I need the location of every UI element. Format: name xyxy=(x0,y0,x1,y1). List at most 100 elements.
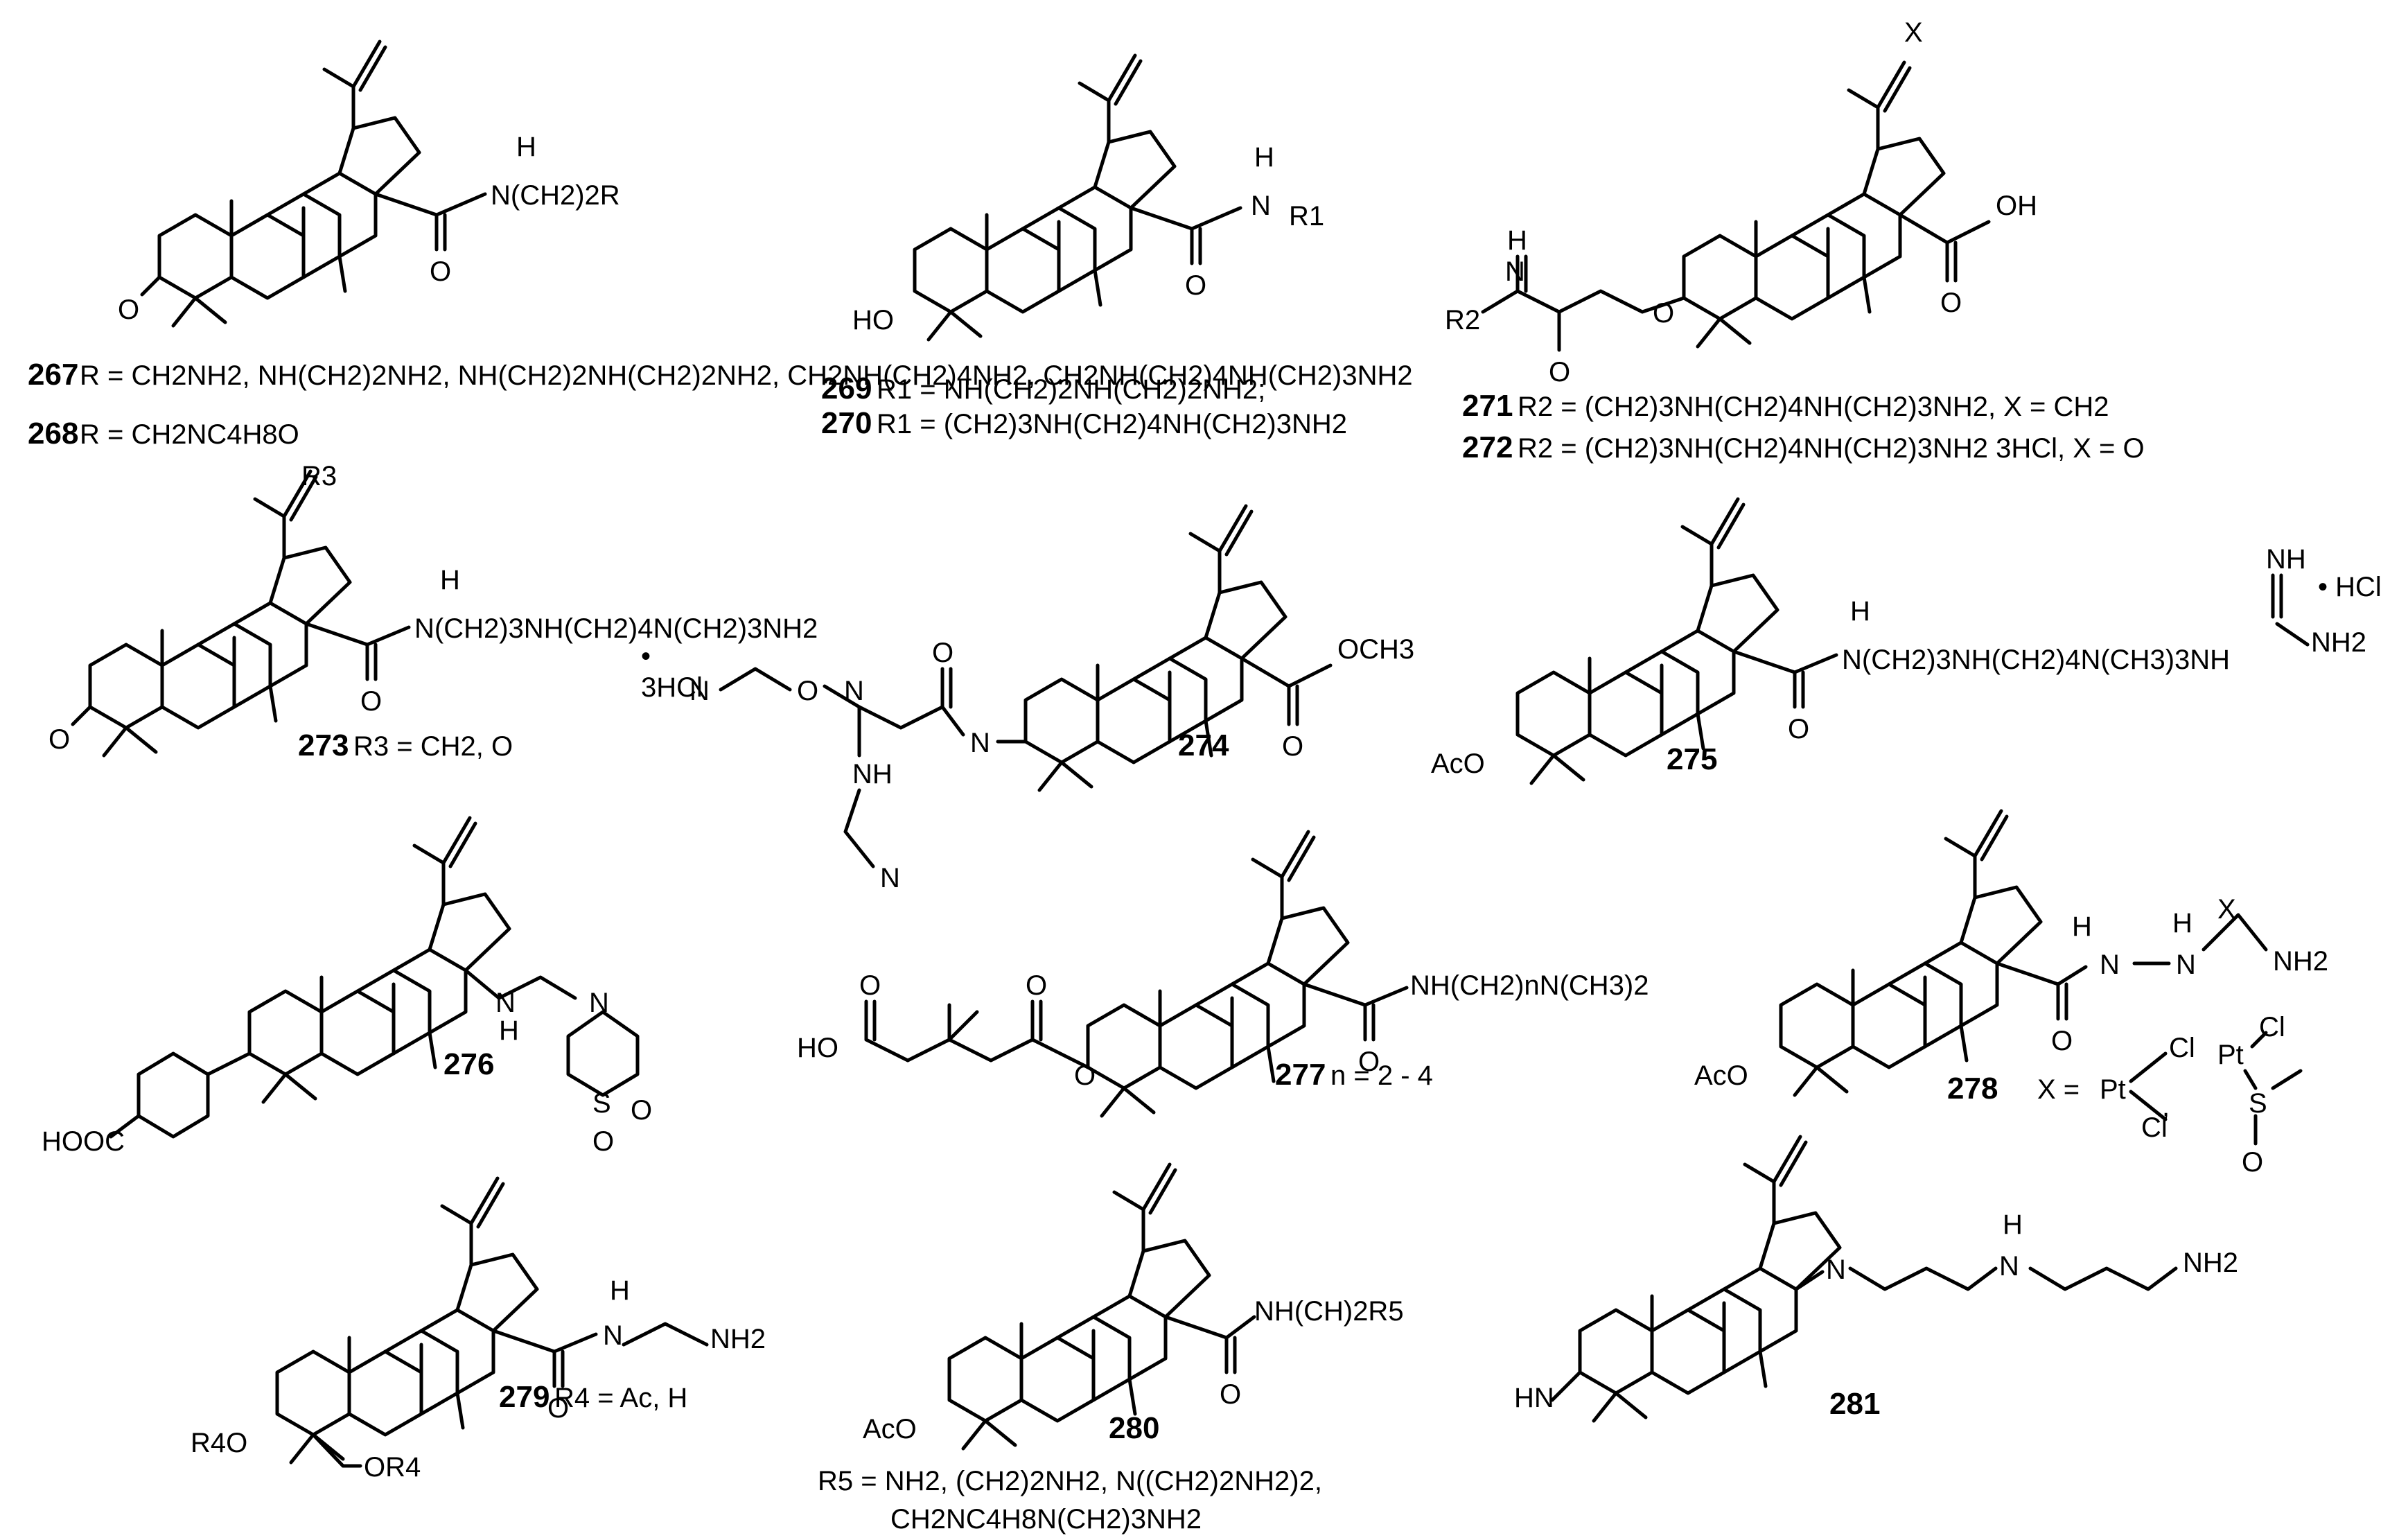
c279-NH2: NH2 xyxy=(710,1324,766,1354)
compound-280-number: 280 xyxy=(1109,1411,1159,1445)
compound-268-desc: R = CH2NC4H8O xyxy=(80,419,299,450)
c278-N1: N xyxy=(2100,950,2120,980)
c279-H: H xyxy=(610,1275,630,1306)
c278-AcO: AcO xyxy=(1694,1060,1748,1091)
c278-Cl1: Cl xyxy=(2169,1033,2195,1063)
compound-269-number: 269 xyxy=(821,372,872,405)
c267-amide-O: O xyxy=(430,256,451,287)
compound-280: NH(CH)2R5 O AcO xyxy=(863,1164,1404,1449)
c269-HO: HO xyxy=(852,305,894,335)
c281-imine-N: N xyxy=(1826,1255,1846,1285)
c280-AcO: AcO xyxy=(863,1414,917,1444)
compound-271: X OH O O O H N R2 xyxy=(1445,17,2037,387)
compound-275-number: 275 xyxy=(1667,742,1717,776)
c278-Cl3: Cl xyxy=(2259,1012,2285,1042)
c267-H: H xyxy=(516,132,536,162)
compound-277-number: 277 xyxy=(1275,1058,1326,1092)
platinum-groups: X = Pt Cl Cl , Pt Cl S O xyxy=(2037,1012,2303,1178)
compound-276-number: 276 xyxy=(443,1047,494,1081)
compound-269-desc: R1 = NH(CH2)2NH(CH2)2NH2; xyxy=(877,374,1265,405)
c280-chain: NH(CH)2R5 xyxy=(1254,1296,1404,1327)
compound-268-number: 268 xyxy=(28,417,78,451)
c281-NH2: NH2 xyxy=(2183,1248,2238,1278)
c278-S: S xyxy=(2249,1088,2267,1119)
c273-ketone-O: O xyxy=(49,724,70,755)
compound-269: H N R1 O HO xyxy=(852,55,1324,340)
c273-dot: • xyxy=(641,641,651,672)
c278-N2: N xyxy=(2176,950,2196,980)
compound-281-number: 281 xyxy=(1829,1387,1880,1421)
c279-R4O: R4O xyxy=(191,1428,247,1458)
c274-ester: OCH3 xyxy=(1337,634,1414,665)
c278-X-eq: X = xyxy=(2037,1074,2080,1105)
c269-amide-O: O xyxy=(1185,270,1206,301)
compound-277-desc: n = 2 - 4 xyxy=(1330,1060,1433,1091)
c279-amide-O: O xyxy=(547,1393,569,1424)
c267-ketone-O: O xyxy=(118,295,139,325)
c277-amide-O: O xyxy=(1358,1047,1380,1077)
c269-N: N xyxy=(1251,191,1271,221)
c278-Pt1: Pt xyxy=(2100,1074,2126,1105)
c277-O1: O xyxy=(859,970,881,1001)
compound-273-desc: R3 = CH2, O xyxy=(353,731,513,762)
c267-chain: N(CH2)2R xyxy=(491,180,620,211)
c273-salt: 3HCl xyxy=(641,672,703,703)
c278-X: X xyxy=(2217,894,2236,925)
c279-N: N xyxy=(603,1320,623,1351)
c271-acid-O: O xyxy=(1940,288,1962,318)
compound-267-number: 267 xyxy=(28,358,78,392)
c278-comma: , xyxy=(2162,1092,2170,1122)
c274-amide-O: O xyxy=(932,638,953,668)
c271-OH: OH xyxy=(1996,191,2037,221)
c275-NH2: NH2 xyxy=(2311,627,2366,658)
c275-amide-O: O xyxy=(1788,714,1809,744)
compound-278: H N H N X NH2 O AcO xyxy=(1694,811,2328,1095)
c276-acid: HOOC xyxy=(42,1126,125,1157)
compound-278-number: 278 xyxy=(1947,1072,1998,1106)
compound-279: H N NH2 O R4O OR4 xyxy=(191,1178,766,1483)
c274-NH: NH xyxy=(852,759,893,789)
c274-oxime-N: N xyxy=(844,676,864,706)
c274-nitrile-N2: N xyxy=(880,863,900,893)
c271-X: X xyxy=(1904,17,1923,48)
c277-O3: O xyxy=(1074,1060,1096,1091)
c275-H: H xyxy=(1850,596,1870,627)
compound-272-number: 272 xyxy=(1462,430,1513,464)
c274-imine-N: N xyxy=(970,728,990,758)
compound-279-desc: R4 = Ac, H xyxy=(554,1383,687,1413)
c278-NH2: NH2 xyxy=(2273,946,2328,977)
compound-270-number: 270 xyxy=(821,406,872,440)
c276-S: S xyxy=(592,1088,611,1119)
c273-R3: R3 xyxy=(301,461,337,491)
c280-R5-line2: CH2NC4H8N(CH2)3NH2 xyxy=(890,1504,1202,1535)
c273-chain: N(CH2)3NH(CH2)4N(CH2)3NH2 xyxy=(414,613,818,644)
compound-271-desc: R2 = (CH2)3NH(CH2)4NH(CH2)3NH2, X = CH2 xyxy=(1518,392,2109,422)
compound-271-number: 271 xyxy=(1462,389,1513,423)
c271-ester-O: O xyxy=(1653,298,1674,329)
c269-H: H xyxy=(1254,142,1274,173)
c276-N: N xyxy=(495,988,516,1018)
compound-277: NH(CH2)nN(CH3)2 O HO O O O xyxy=(797,832,1649,1116)
c275-NH: NH xyxy=(2266,544,2306,575)
compound-279-number: 279 xyxy=(499,1380,550,1414)
c271-R2: R2 xyxy=(1445,305,1480,335)
c274-ester-O: O xyxy=(1282,731,1303,762)
c274-oxime-O: O xyxy=(797,676,818,706)
c276-SO1: O xyxy=(631,1095,652,1126)
c275-AcO: AcO xyxy=(1431,749,1485,779)
compound-275: H N(CH2)3NH(CH2)4N(CH3)3NH NH NH2 • HCl … xyxy=(1431,499,2382,783)
c276-SO2: O xyxy=(592,1126,614,1157)
c280-amide-O: O xyxy=(1220,1379,1241,1410)
c273-amide-O: O xyxy=(360,686,382,717)
c278-H2: H xyxy=(2172,908,2192,938)
c275-salt: • HCl xyxy=(2318,572,2382,602)
c274-nitrile-N1: N xyxy=(689,676,710,706)
c281-H: H xyxy=(2003,1209,2023,1240)
c271-amide-O: O xyxy=(1549,357,1570,387)
compound-274: OCH3 O N O N O N NH N xyxy=(689,506,1414,893)
compound-267-desc: R = CH2NH2, NH(CH2)2NH2, NH(CH2)2NH(CH2)… xyxy=(80,360,1413,391)
c281-NH: N xyxy=(1999,1251,2019,1282)
compound-273-number: 273 xyxy=(298,728,349,762)
c273-H: H xyxy=(440,565,460,595)
